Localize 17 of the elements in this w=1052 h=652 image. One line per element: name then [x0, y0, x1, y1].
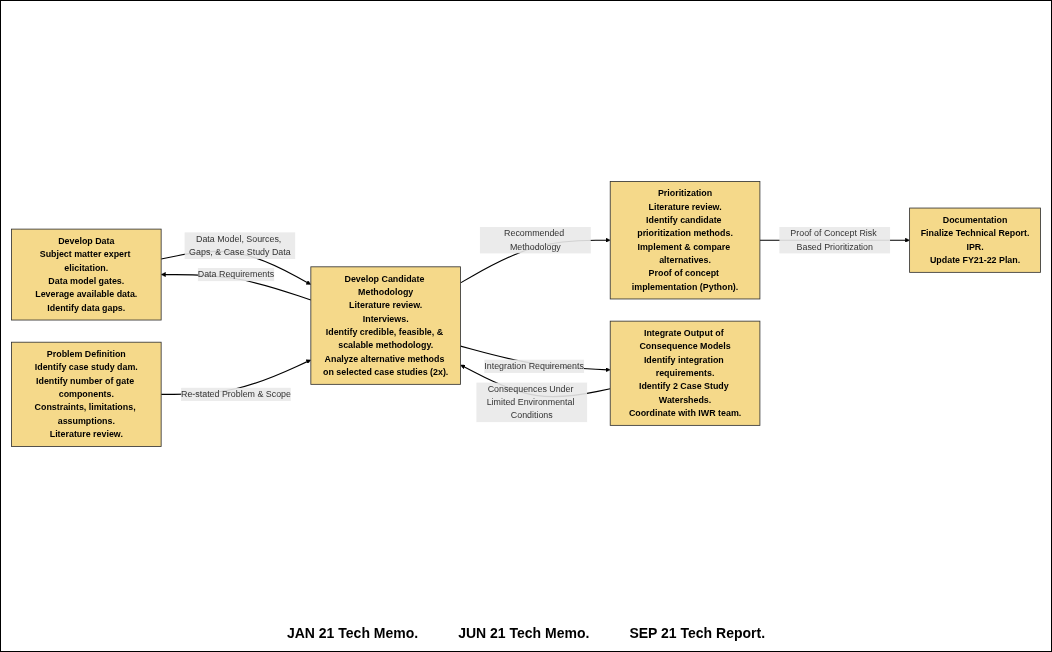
note-text: JAN 21 Tech Memo. [286, 625, 419, 641]
node-box: Develop Data Subject matter expert elicitation. Data model gates. Leverage available data. Identify data gaps. [11, 228, 162, 321]
edge-label: Consequences Under Limited Environmental Conditions [486, 384, 575, 421]
edge-label: Data Model, Sources, Gaps, & Case Study Data [189, 234, 291, 257]
note-text: JUN 21 Tech Memo. [458, 625, 590, 641]
arrow [459, 345, 611, 373]
node-box: Integrate Output of Consequence Models Identify integration requirements. Identify 2 Case Study Watersheds. Coordinate with IWR team. [609, 320, 761, 426]
node-box: Problem Definition Identify case study dam. Identify number of gate components. Constraints, limitations, assumptions. Literature review. [11, 341, 162, 447]
note-text: SEP 21 Tech Report. [629, 625, 766, 641]
node-box: Prioritization Literature review. Identify candidate prioritization methods. Implement & compare alternatives. Proof of concept implementation (Python). [609, 181, 761, 300]
edge-label: Recommended Methodology [504, 228, 565, 252]
edge-label: Data Requirements [197, 269, 275, 280]
node-box: Develop Candidate Methodology Literature review. Interviews. Identify credible, feasible, & scalable methodology. Analyze alternative methods on selected case studies (2x). [310, 266, 461, 385]
edge-label: Re-stated Problem & Scope [181, 389, 291, 399]
edge-label: Integration Requirements [484, 361, 584, 371]
node-box: Documentation Finalize Technical Report. IPR. Update FY21-22 Plan. [909, 207, 1041, 273]
edge-label: Proof of Concept Risk Based Prioritization [790, 228, 877, 252]
